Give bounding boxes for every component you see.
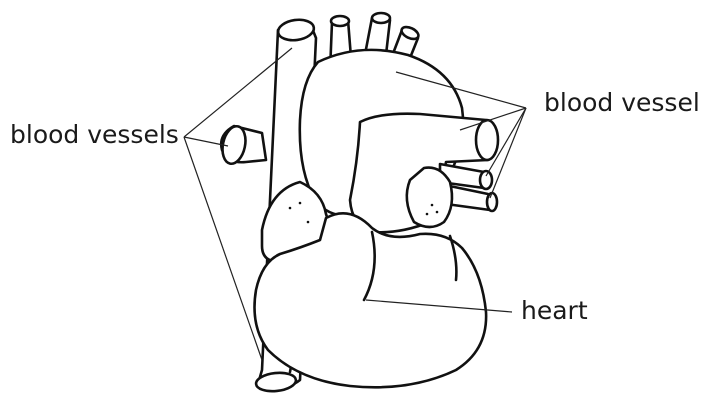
heart-label: heart	[521, 298, 588, 323]
pulmonary-veins	[407, 164, 497, 227]
blood-vessels-label-left: blood vessels	[10, 122, 179, 147]
left-side-vessel	[219, 124, 266, 166]
blood-vessels-label-right: blood vessels	[544, 90, 701, 115]
